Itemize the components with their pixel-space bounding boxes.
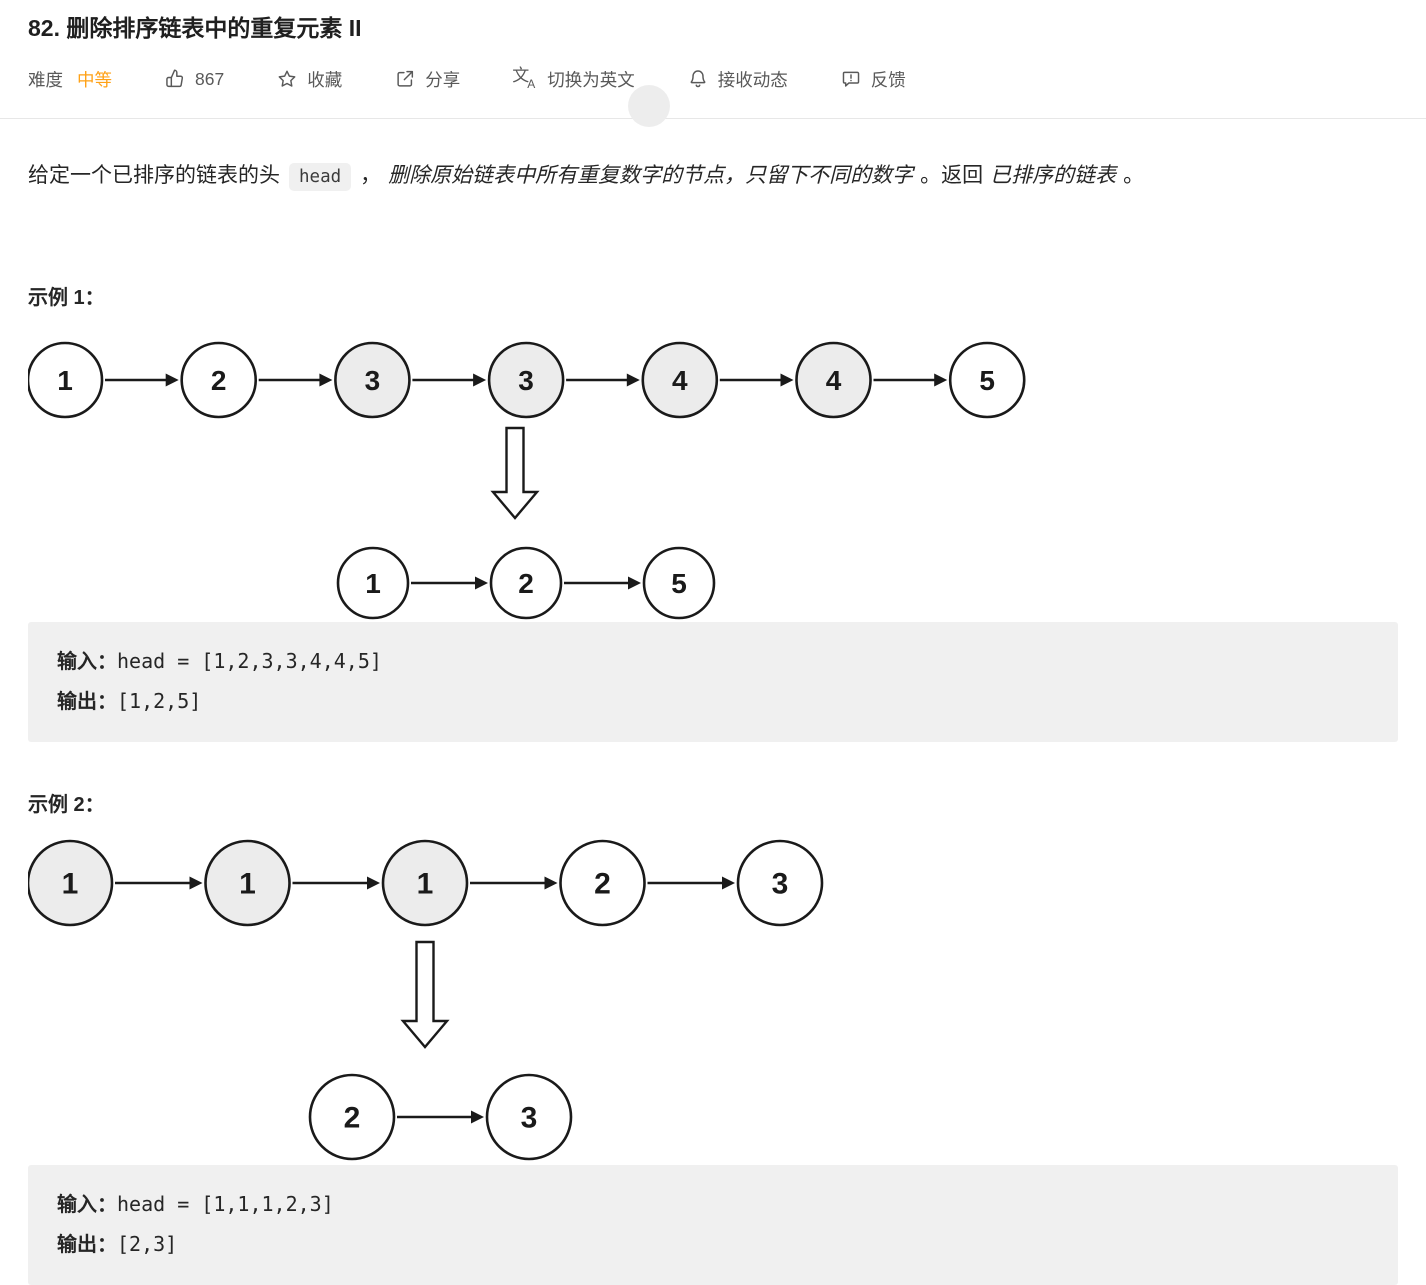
svg-text:4: 4 bbox=[672, 364, 688, 395]
hover-highlight-circle bbox=[628, 85, 670, 127]
example-1-io-block: 输入：head = [1,2,3,3,4,4,5] 输出：[1,2,5] bbox=[28, 621, 1398, 742]
example-1-linked-list-diagram: 1 2 3 3 4 4 5 1 2 5 bbox=[28, 341, 1026, 619]
share-icon bbox=[397, 70, 414, 87]
description-text: 。返回 bbox=[920, 164, 984, 188]
example-1-section: 示例 1： 1 2 3 3 4 4 5 1 2 5 输入：head = [1,2,3,3,4,4,… bbox=[28, 281, 1398, 742]
svg-text:3: 3 bbox=[521, 1101, 538, 1134]
svg-text:2: 2 bbox=[518, 567, 534, 598]
example-1-label: 示例 1： bbox=[28, 286, 105, 309]
example-2-output-line: 输出：[2,3] bbox=[57, 1225, 1369, 1265]
svg-text:2: 2 bbox=[211, 364, 227, 395]
inline-code-head: head bbox=[289, 163, 352, 192]
feedback-button[interactable]: 反馈 bbox=[840, 67, 906, 92]
like-count: 867 bbox=[195, 68, 225, 89]
problem-title: 82. 删除排序链表中的重复元素 II bbox=[28, 15, 362, 41]
description-text: ， bbox=[360, 164, 382, 188]
example-2-input-line: 输入：head = [1,1,1,2,3] bbox=[57, 1185, 1369, 1225]
switch-language-label: 切换为英文 bbox=[547, 69, 635, 90]
favorite-button[interactable]: 收藏 bbox=[276, 67, 342, 92]
input-label: 输入： bbox=[57, 1193, 117, 1216]
share-label: 分享 bbox=[425, 69, 461, 90]
example-2-label: 示例 2： bbox=[28, 793, 105, 816]
example-1-input-line: 输入：head = [1,2,3,3,4,4,5] bbox=[57, 642, 1369, 682]
bell-icon bbox=[690, 70, 706, 88]
svg-text:1: 1 bbox=[417, 867, 434, 900]
subscribe-button[interactable]: 接收动态 bbox=[687, 67, 788, 92]
svg-text:5: 5 bbox=[671, 567, 687, 598]
feedback-icon bbox=[842, 71, 859, 87]
example-1-output-line: 输出：[1,2,5] bbox=[57, 682, 1369, 722]
subscribe-label: 接收动态 bbox=[717, 69, 788, 90]
svg-text:3: 3 bbox=[518, 364, 534, 395]
problem-description: 给定一个已排序的链表的头 head ，删除原始链表中所有重复数字的节点，只留下不同的… bbox=[28, 159, 1398, 193]
svg-text:3: 3 bbox=[365, 364, 381, 395]
svg-text:1: 1 bbox=[62, 867, 79, 900]
svg-text:2: 2 bbox=[344, 1101, 361, 1134]
feedback-label: 反馈 bbox=[870, 69, 906, 90]
svg-text:2: 2 bbox=[594, 867, 611, 900]
example-2-section: 示例 2： 1 1 1 2 3 2 3 输入：head = [1,1,1,2,3] 输出：[… bbox=[28, 788, 1398, 1285]
description-text: 。 bbox=[1123, 164, 1145, 188]
description-emphasis: 已排序的链表 bbox=[990, 164, 1117, 188]
svg-text:3: 3 bbox=[772, 867, 789, 900]
svg-text:5: 5 bbox=[979, 364, 995, 395]
output-label: 输出： bbox=[57, 690, 117, 713]
difficulty: 难度 中等 bbox=[28, 67, 112, 92]
svg-text:1: 1 bbox=[57, 364, 73, 395]
difficulty-label: 难度 bbox=[28, 69, 63, 90]
like-button[interactable]: 867 bbox=[164, 68, 224, 90]
input-value: head = [1,2,3,3,4,4,5] bbox=[117, 648, 382, 673]
svg-text:4: 4 bbox=[826, 364, 842, 395]
divider bbox=[0, 118, 1426, 120]
example-2-io-block: 输入：head = [1,1,1,2,3] 输出：[2,3] bbox=[28, 1164, 1398, 1285]
svg-text:1: 1 bbox=[365, 567, 381, 598]
difficulty-badge: 中等 bbox=[77, 69, 112, 90]
example-2-linked-list-diagram: 1 1 1 2 3 2 3 bbox=[28, 839, 824, 1160]
description-text: 给定一个已排序的链表的头 bbox=[28, 164, 280, 188]
thumbs-up-icon bbox=[166, 69, 184, 88]
svg-text:1: 1 bbox=[239, 867, 256, 900]
output-value: [1,2,5] bbox=[117, 688, 202, 713]
star-icon bbox=[278, 70, 296, 87]
output-value: [2,3] bbox=[117, 1231, 178, 1256]
input-label: 输入： bbox=[57, 650, 117, 673]
share-button[interactable]: 分享 bbox=[394, 67, 460, 92]
favorite-label: 收藏 bbox=[307, 69, 343, 90]
output-label: 输出： bbox=[57, 1233, 117, 1256]
description-emphasis: 删除原始链表中所有重复数字的节点，只留下不同的数字 bbox=[388, 164, 914, 188]
input-value: head = [1,1,1,2,3] bbox=[117, 1191, 334, 1216]
